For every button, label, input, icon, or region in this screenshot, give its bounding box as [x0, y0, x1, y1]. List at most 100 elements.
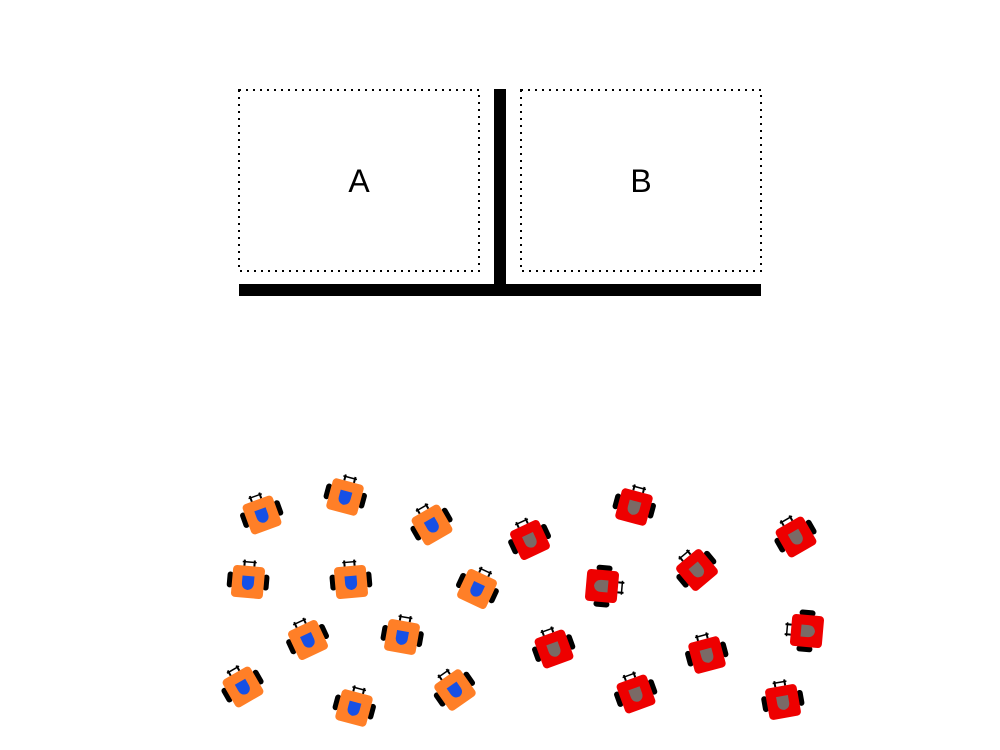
robot-wheel [774, 537, 786, 553]
robot-wheel [252, 669, 264, 685]
red-robot [532, 626, 576, 669]
robot-marker [776, 695, 790, 710]
orange-robot [332, 685, 376, 727]
red-robot [685, 632, 729, 674]
robot-wheel [805, 519, 817, 535]
zone-a-boundary [238, 89, 480, 272]
robot-antenna [632, 484, 636, 491]
red-robot [508, 517, 552, 560]
robot-antenna [248, 495, 253, 503]
robot-marker [241, 575, 255, 590]
robot-antenna [678, 555, 684, 562]
robot-antenna-bar [622, 672, 636, 679]
robot-wheel [647, 502, 656, 519]
red-robot [612, 484, 656, 526]
robot-swarm [221, 474, 825, 727]
robot-marker [344, 575, 358, 590]
red-robot [774, 514, 817, 558]
robot-marker [423, 516, 439, 533]
robot-antenna-bar [632, 485, 647, 491]
robot-antenna [415, 507, 421, 515]
robot-wheel [463, 671, 476, 686]
robot-marker [395, 630, 409, 645]
robot-antenna-bar [292, 618, 307, 626]
robot-marker [699, 647, 714, 663]
orange-robot [455, 566, 499, 609]
robot-antenna [524, 517, 529, 524]
zone-b-boundary [520, 89, 762, 272]
robot-antenna [258, 492, 263, 499]
robot-wheel [410, 525, 422, 541]
robot-antenna-bar [342, 560, 357, 564]
robot-antenna [343, 560, 346, 567]
robot-marker [300, 632, 315, 648]
robot-marker [254, 507, 269, 523]
robot-antenna-bar [437, 668, 450, 679]
robot-antenna [685, 549, 692, 556]
robot-antenna-bar [226, 665, 240, 674]
robot-antenna [343, 474, 347, 481]
robot-marker [546, 641, 561, 657]
robot-marker [522, 532, 537, 548]
red-robot [676, 549, 718, 591]
robot-antenna [642, 486, 646, 494]
robot-wheel [286, 639, 297, 655]
red-robot [614, 671, 658, 714]
robot-antenna [618, 581, 625, 584]
robot-wheel [221, 687, 233, 703]
orange-robot [433, 668, 476, 711]
orange-robot [329, 559, 373, 600]
robot-antenna [695, 634, 699, 642]
robot-antenna-bar [620, 580, 624, 595]
robot-antenna [437, 674, 443, 681]
robot-wheel [540, 523, 552, 540]
robot-antenna [632, 671, 637, 678]
robot-marker [628, 686, 643, 702]
robot-marker [234, 678, 250, 695]
robot-wheel [367, 703, 376, 720]
base-wall [239, 284, 761, 296]
robot-antenna-bar [242, 560, 257, 564]
robot-antenna [424, 502, 430, 510]
robot-wheel [240, 512, 250, 528]
robot-antenna-bar [343, 475, 358, 481]
robot-antenna [445, 668, 451, 675]
orange-robot [410, 502, 453, 546]
robot-antenna-bar [694, 633, 709, 639]
robot-antenna [784, 633, 791, 636]
red-robot [584, 564, 625, 608]
robot-antenna [785, 623, 792, 626]
robot-antenna [705, 632, 709, 639]
robot-antenna-bar [478, 567, 493, 575]
orange-robot [226, 559, 270, 600]
orange-robot [380, 614, 424, 655]
robot-wheel [647, 679, 658, 695]
robot-wheel [532, 646, 542, 662]
robot-antenna [550, 626, 555, 633]
robot-antenna [788, 514, 794, 522]
robot-marker [594, 579, 609, 593]
robot-wheel [318, 623, 330, 640]
robot-antenna-bar [352, 686, 367, 692]
robot-antenna [622, 674, 627, 682]
robot-antenna-bar [415, 503, 429, 512]
robot-marker [446, 681, 462, 698]
robot-antenna [398, 614, 402, 621]
zone-a-label: A [348, 163, 370, 199]
zone-b-label: B [630, 163, 651, 199]
robot-wheel [488, 588, 499, 604]
robot-antenna [353, 476, 357, 484]
robot-marker [627, 499, 642, 515]
robot-wheel [323, 483, 333, 500]
robot-antenna [478, 566, 483, 573]
robot-antenna-bar [772, 680, 787, 685]
red-robot [761, 679, 805, 720]
robot-antenna-bar [248, 493, 262, 500]
robot-wheel [719, 641, 729, 658]
robot-antenna-bar [514, 518, 529, 526]
zone-a: A [238, 89, 480, 272]
robot-wheel [273, 500, 284, 516]
robot-antenna [253, 560, 256, 567]
robot-antenna [353, 559, 356, 566]
